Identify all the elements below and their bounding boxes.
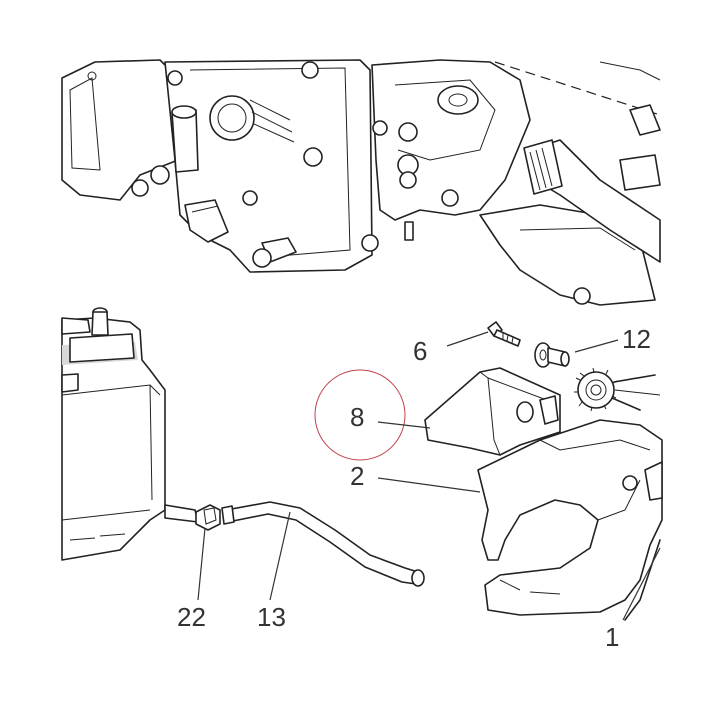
bracket-8 <box>424 367 561 456</box>
bolt-icon <box>131 61 379 252</box>
hose-13 <box>221 501 425 587</box>
callout-2: 2 <box>350 461 364 491</box>
callout-6: 6 <box>413 336 427 366</box>
callout-12: 12 <box>622 324 651 354</box>
callout-1: 1 <box>605 622 619 652</box>
highlight-ring <box>314 369 406 461</box>
callout-8: 8 <box>350 402 364 432</box>
washer-12 <box>534 342 570 368</box>
lever-2 <box>477 419 663 616</box>
leader-lines <box>197 331 661 621</box>
engine-block <box>61 59 661 306</box>
callout-13: 13 <box>257 602 286 632</box>
gear-icon <box>574 367 661 412</box>
hose-clamp-22 <box>195 504 221 531</box>
callout-22: 22 <box>177 602 206 632</box>
bolt-6 <box>487 321 521 347</box>
canister <box>61 307 199 561</box>
